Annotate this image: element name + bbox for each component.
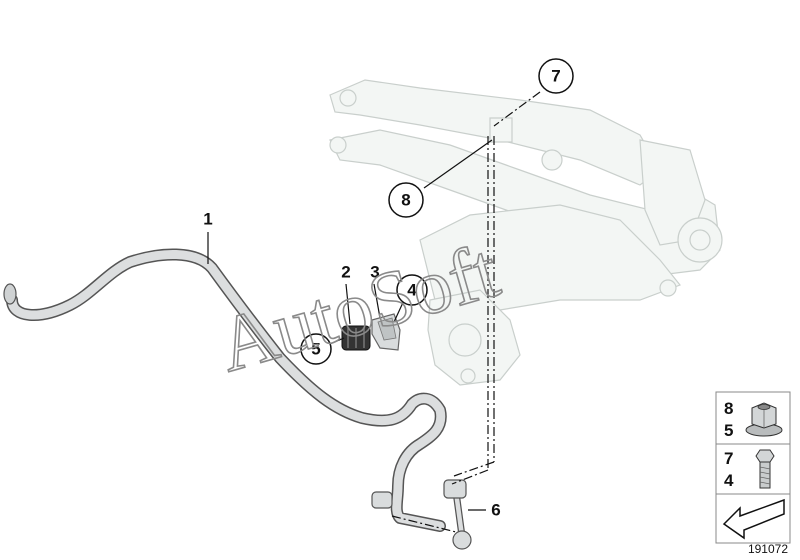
stabilizer-bar (3, 248, 447, 532)
callout-5: 5 (300, 333, 332, 365)
svg-text:2: 2 (341, 263, 350, 282)
rear-axle-carrier-ghost (329, 79, 723, 386)
callout-4: 4 (396, 274, 428, 306)
svg-text:4: 4 (407, 281, 417, 300)
callout-7: 7 (538, 58, 574, 94)
legend-7: 7 (724, 449, 733, 468)
flange-nut-icon (745, 402, 783, 437)
svg-text:8: 8 (401, 191, 410, 210)
legend-panel: 8 5 7 4 (715, 391, 791, 544)
rubber-mount (341, 325, 371, 351)
svg-text:1: 1 (203, 210, 212, 229)
bolt-icon (755, 449, 775, 489)
stabilizer-link (371, 479, 472, 550)
leader-lines (207, 139, 493, 511)
legend-5: 5 (724, 421, 733, 440)
callout-2: 2 (341, 263, 350, 282)
svg-text:5: 5 (311, 340, 320, 359)
legend-4: 4 (724, 471, 734, 490)
drawing-number: 191072 (748, 542, 788, 556)
svg-text:6: 6 (491, 501, 500, 520)
callout-3: 3 (370, 263, 379, 282)
svg-text:7: 7 (551, 67, 560, 86)
legend-8: 8 (724, 399, 733, 418)
assembly-lines (391, 91, 541, 533)
arrow-left-icon (722, 498, 785, 540)
bracket (371, 313, 401, 351)
callout-1: 1 (203, 210, 212, 229)
callout-6: 6 (491, 501, 500, 520)
svg-text:3: 3 (370, 263, 379, 282)
callout-8: 8 (388, 182, 424, 218)
